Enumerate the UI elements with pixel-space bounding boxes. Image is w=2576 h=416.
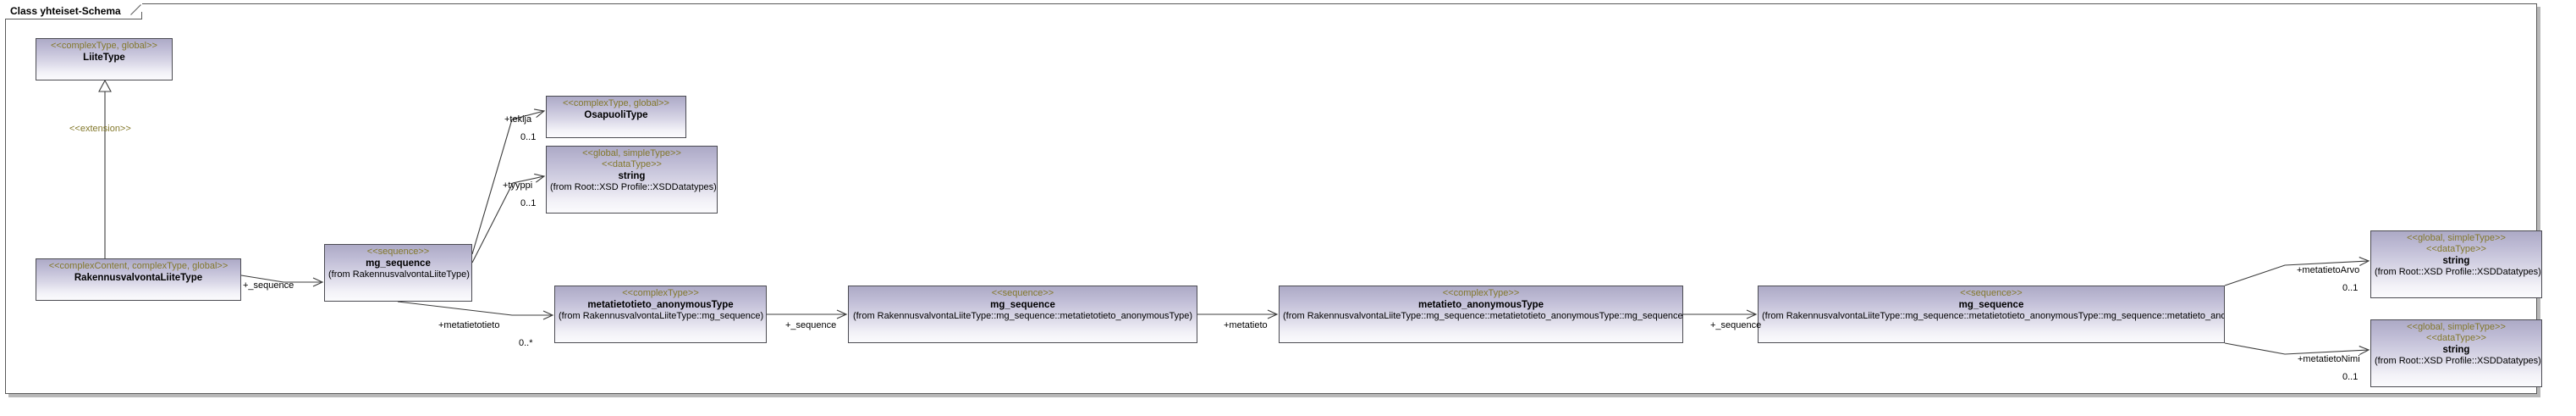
node-stereotype: <<complexContent, complexType, global>>: [48, 261, 228, 271]
node-stereotype-datatype: <<dataType>>: [2426, 244, 2486, 254]
frame-title-text: Class yhteiset-Schema: [10, 5, 121, 17]
edge-label-tekija: +tekija: [504, 114, 532, 125]
node-stereotype: <<complexType, global>>: [51, 41, 157, 51]
class-node-string-metatietonimi[interactable]: <<global, simpleType>> <<dataType>> stri…: [2370, 319, 2542, 387]
node-stereotype: <<sequence>>: [1960, 288, 2023, 298]
node-name: metatietotieto_anonymousType: [587, 300, 734, 310]
node-stereotype: <<global, simpleType>>: [2407, 233, 2506, 243]
class-node-rakennusvalvontaliitetype[interactable]: <<complexContent, complexType, global>> …: [36, 258, 241, 301]
node-stereotype-datatype: <<dataType>>: [2426, 333, 2486, 343]
node-namespace: (from RakennusvalvontaLiiteType::mg_sequ…: [852, 311, 1193, 321]
edge-mult-metatietotieto: 0..*: [519, 338, 533, 348]
node-name: mg_sequence: [1958, 300, 2024, 310]
class-node-string-metatietoarvo[interactable]: <<global, simpleType>> <<dataType>> stri…: [2370, 230, 2542, 298]
node-name: mg_sequence: [366, 258, 431, 269]
edge-label-extension: <<extension>>: [69, 124, 131, 134]
node-namespace: (from RakennusvalvontaLiiteType::mg_sequ…: [1762, 311, 2225, 321]
class-node-osapuolitype[interactable]: <<complexType, global>> OsapuoliType: [546, 96, 686, 138]
edge-label-sequence-3: +_sequence: [1710, 320, 1762, 330]
edge-label-metatietoarvo: +metatietoArvo: [2297, 265, 2360, 275]
node-name: string: [2442, 256, 2470, 266]
node-name: mg_sequence: [990, 300, 1055, 310]
class-node-metatietotieto-anonymoustype[interactable]: <<complexType>> metatietotieto_anonymous…: [554, 286, 767, 343]
edge-label-sequence-2: +_sequence: [785, 320, 837, 330]
node-stereotype-datatype: <<dataType>>: [602, 159, 662, 169]
class-node-mg-sequence-3[interactable]: <<sequence>> mg_sequence (from Rakennusv…: [1758, 286, 2225, 343]
node-stereotype: <<sequence>>: [991, 288, 1054, 298]
edge-mult-tyyppi: 0..1: [520, 198, 537, 208]
edge-mult-metatietonimi: 0..1: [2342, 372, 2359, 382]
edge-label-tyyppi: +tyyppi: [503, 180, 533, 191]
node-namespace: (from RakennusvalvontaLiiteType): [328, 269, 470, 280]
class-node-mg-sequence-2[interactable]: <<sequence>> mg_sequence (from Rakennusv…: [848, 286, 1197, 343]
node-namespace: (from Root::XSD Profile::XSDDatatypes): [2375, 356, 2541, 366]
class-node-mg-sequence-root[interactable]: <<sequence>> mg_sequence (from Rakennusv…: [324, 244, 472, 302]
node-name: LiiteType: [83, 53, 125, 63]
node-name: RakennusvalvontaLiiteType: [74, 273, 203, 283]
edge-mult-metatietoarvo: 0..1: [2342, 283, 2359, 293]
node-namespace: (from Root::XSD Profile::XSDDatatypes): [2375, 267, 2541, 277]
edge-label-metatietotieto: +metatietotieto: [438, 320, 500, 330]
node-stereotype: <<global, simpleType>>: [2407, 322, 2506, 332]
edge-mult-tekija: 0..1: [520, 132, 537, 142]
node-name: string: [618, 171, 646, 181]
edge-label-sequence-root: +_sequence: [243, 280, 294, 291]
node-namespace: (from Root::XSD Profile::XSDDatatypes): [550, 182, 717, 192]
node-namespace: (from RakennusvalvontaLiiteType::mg_sequ…: [1283, 311, 1683, 321]
edge-label-metatietonimi: +metatietoNimi: [2298, 354, 2360, 364]
class-node-string-tyyppi[interactable]: <<global, simpleType>> <<dataType>> stri…: [546, 146, 718, 214]
node-stereotype: <<global, simpleType>>: [582, 148, 681, 158]
edge-label-metatieto: +metatieto: [1224, 320, 1268, 330]
node-stereotype: <<complexType, global>>: [563, 98, 669, 108]
node-name: metatieto_anonymousType: [1417, 300, 1544, 310]
class-node-liitetype[interactable]: <<complexType, global>> LiiteType: [36, 38, 173, 80]
node-namespace: (from RakennusvalvontaLiiteType::mg_sequ…: [559, 311, 764, 321]
node-name: OsapuoliType: [584, 110, 648, 120]
node-name: string: [2442, 345, 2470, 355]
node-stereotype: <<complexType>>: [1442, 288, 1520, 298]
frame-title-tab: Class yhteiset-Schema: [5, 3, 142, 19]
node-stereotype: <<complexType>>: [622, 288, 699, 298]
node-stereotype: <<sequence>>: [366, 247, 430, 257]
class-node-metatieto-anonymoustype[interactable]: <<complexType>> metatieto_anonymousType …: [1279, 286, 1683, 343]
